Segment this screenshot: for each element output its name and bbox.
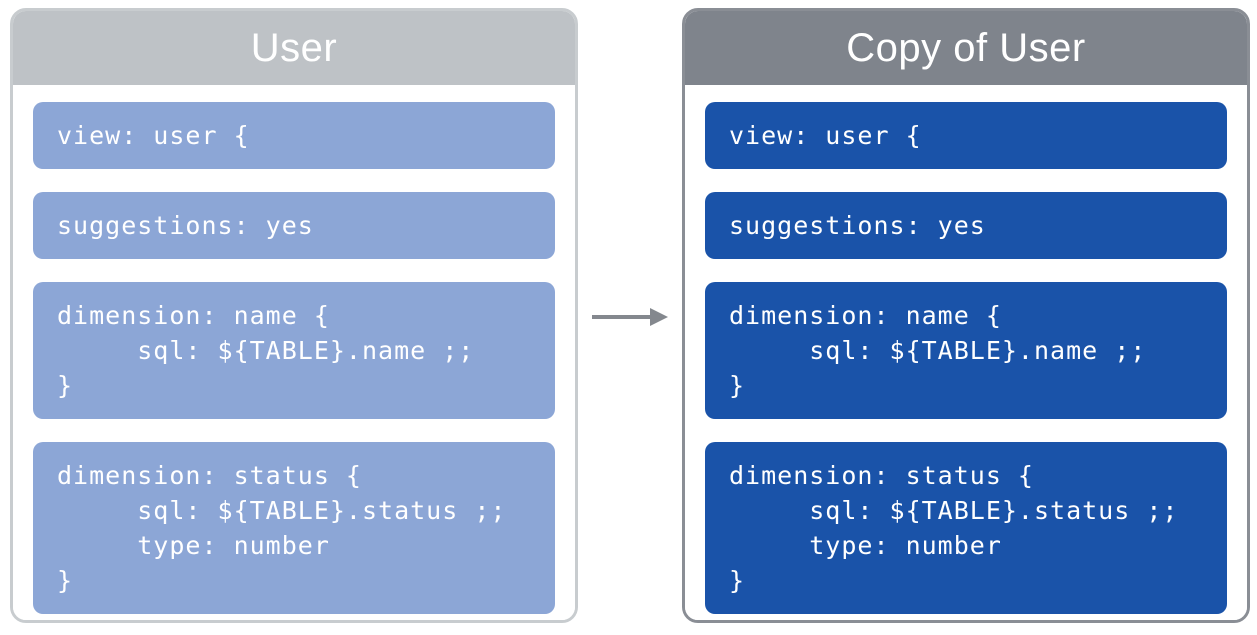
copy-arrow [578,8,682,328]
code-block-dimension-name: dimension: name { sql: ${TABLE}.name ;; … [33,282,555,419]
code-block-suggestions: suggestions: yes [705,192,1227,259]
panel-copy-of-user-header: Copy of User [685,11,1247,85]
panel-copy-of-user-body: view: user { suggestions: yes dimension:… [685,85,1247,620]
panel-user-title: User [250,25,338,70]
panel-user: User view: user { suggestions: yes dimen… [10,8,578,623]
code-block-dimension-name: dimension: name { sql: ${TABLE}.name ;; … [705,282,1227,419]
code-block-view-user: view: user { [33,102,555,169]
code-block-dimension-status: dimension: status { sql: ${TABLE}.status… [705,442,1227,614]
arrow-right-icon [592,308,668,326]
panel-copy-of-user-title: Copy of User [846,25,1086,70]
code-block-view-user: view: user { [705,102,1227,169]
code-block-suggestions: suggestions: yes [33,192,555,259]
panel-user-body: view: user { suggestions: yes dimension:… [13,85,575,620]
code-block-dimension-status: dimension: status { sql: ${TABLE}.status… [33,442,555,614]
panel-user-header: User [13,11,575,85]
panel-copy-of-user: Copy of User view: user { suggestions: y… [682,8,1250,623]
